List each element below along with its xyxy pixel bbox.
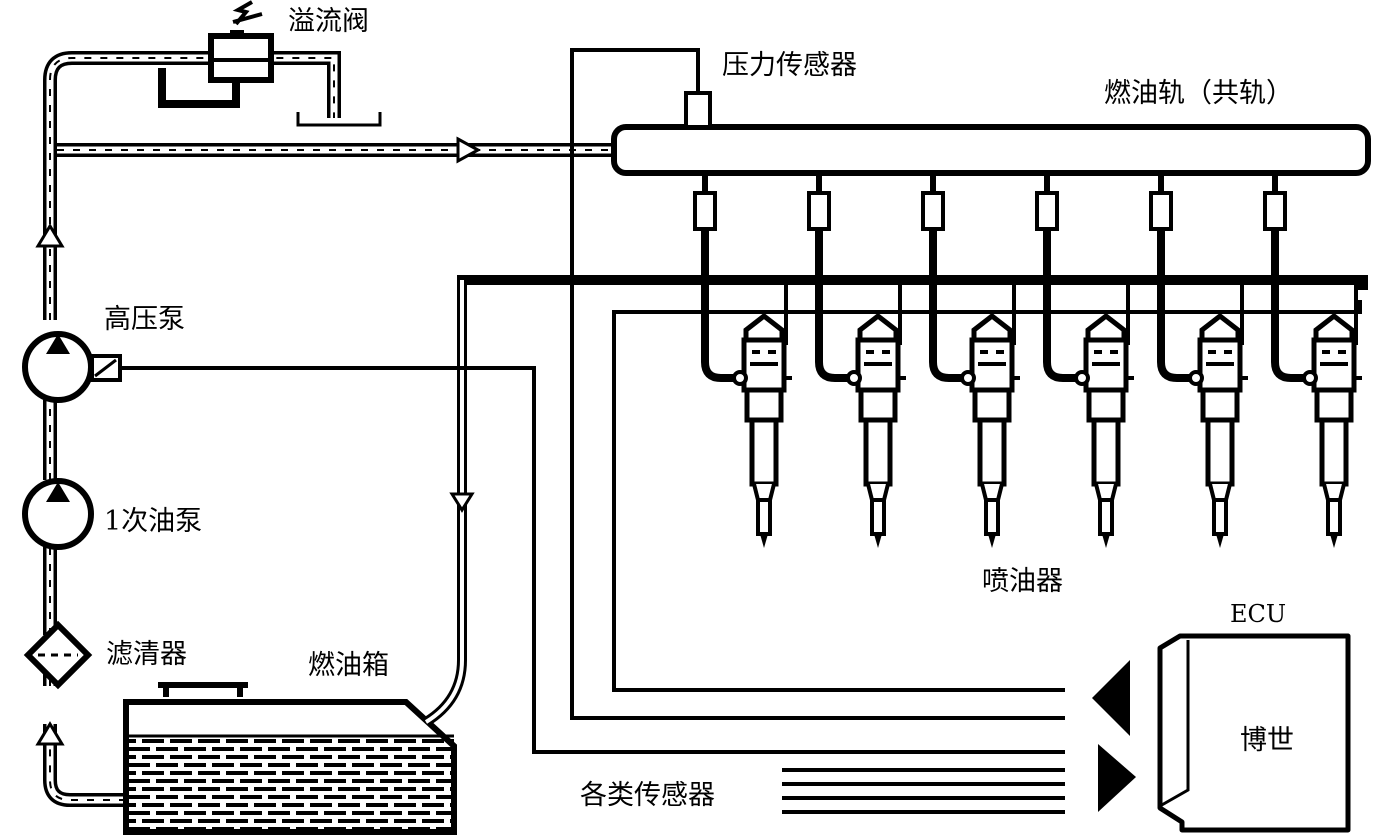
fuel-tank	[123, 682, 457, 835]
sensor-wires	[122, 300, 1362, 814]
high-pressure-pump	[22, 331, 122, 403]
injector	[921, 173, 1020, 548]
fuel-rail-label: 燃油轨（共轨）	[1104, 78, 1293, 109]
filter-label: 滤清器	[106, 639, 187, 670]
injector	[1263, 173, 1362, 548]
drain-tray	[296, 112, 382, 127]
fuel-rail	[611, 124, 1371, 176]
ecu-box	[1157, 633, 1351, 833]
flow-arrows-up	[35, 223, 65, 746]
injector	[693, 173, 792, 548]
ecu-arrows	[1092, 660, 1136, 812]
flow-arrow-rail	[456, 136, 482, 164]
return-line	[423, 275, 1368, 727]
injector-group	[693, 173, 1362, 548]
high-pressure-pump-label: 高压泵	[104, 304, 185, 335]
overflow-valve-label: 溢流阀	[288, 6, 369, 37]
fuel-tank-label: 燃油箱	[308, 650, 389, 681]
overflow-valve	[158, 0, 274, 108]
injector-label: 喷油器	[982, 566, 1063, 597]
pressure-sensor-label: 压力传感器	[722, 50, 857, 81]
pressure-sensor	[570, 48, 1065, 720]
injector	[1149, 173, 1248, 548]
sensors-label: 各类传感器	[580, 780, 715, 811]
primary-pump-label: 1次油泵	[104, 506, 203, 537]
supply-line	[43, 51, 341, 807]
ecu-label: ECU	[1230, 600, 1287, 628]
filter	[23, 620, 93, 690]
injector	[807, 173, 906, 548]
primary-pump	[22, 478, 94, 550]
injector	[1035, 173, 1134, 548]
ecu-brand-label: 博世	[1240, 725, 1294, 756]
flow-arrow-return	[449, 492, 475, 513]
